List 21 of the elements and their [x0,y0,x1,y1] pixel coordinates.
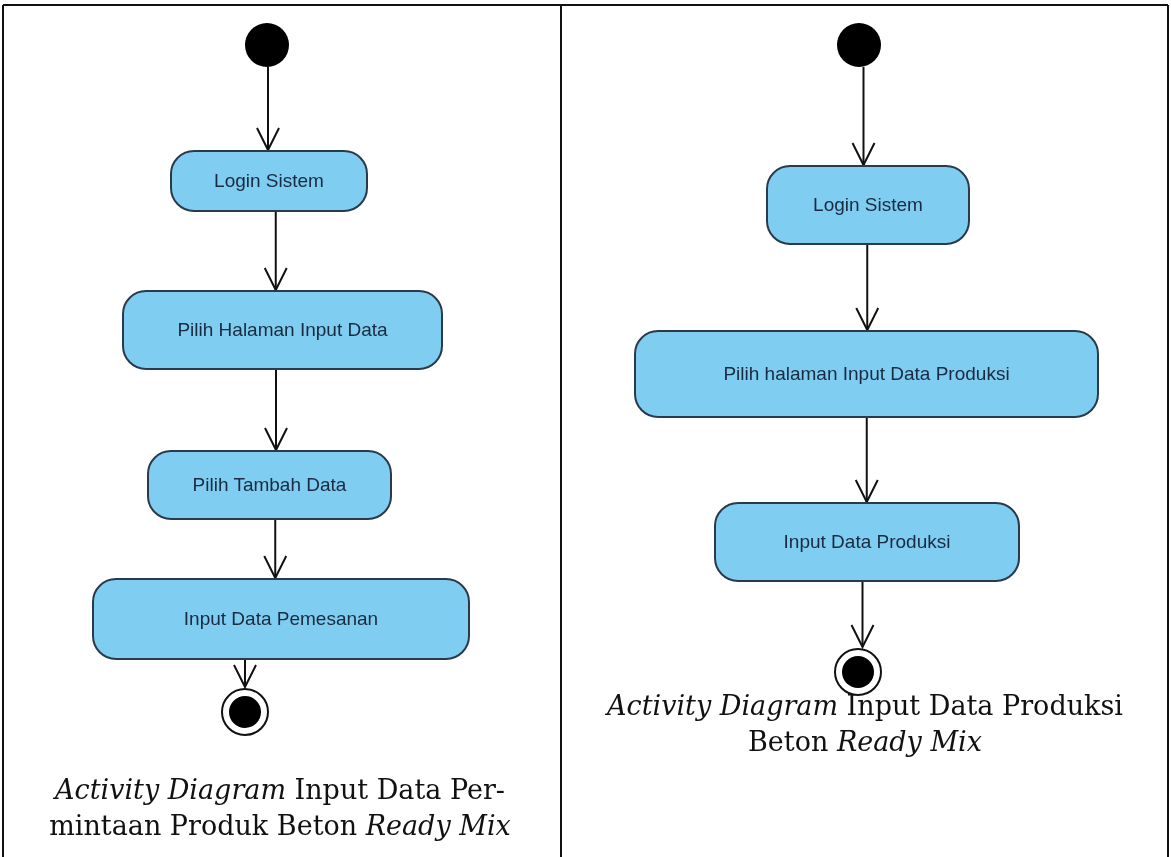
action-box: Pilih Tambah Data [147,450,392,520]
action-box: Pilih halaman Input Data Produksi [634,330,1099,418]
initial-node [245,23,289,67]
final-node [220,687,270,737]
action-box: Login Sistem [170,150,368,212]
arrow [263,519,288,579]
arrow [851,66,876,166]
action-box: Pilih Halaman Input Data [122,290,443,370]
arrow [854,417,879,503]
arrow [263,211,288,291]
arrow [855,244,880,331]
initial-node [837,23,881,67]
caption: Activity Diagram Input Data Produksi Beton Ready Mix [604,689,1124,759]
arrow [233,659,257,688]
caption: Activity Diagram Input Data Per-mintaan Produk Beton Ready Mix [48,773,512,843]
action-box: Login Sistem [766,165,970,245]
action-box: Input Data Produksi [714,502,1020,582]
arrow [850,581,875,648]
action-box: Input Data Pemesanan [92,578,470,660]
arrow [264,369,288,451]
arrow [256,66,280,151]
